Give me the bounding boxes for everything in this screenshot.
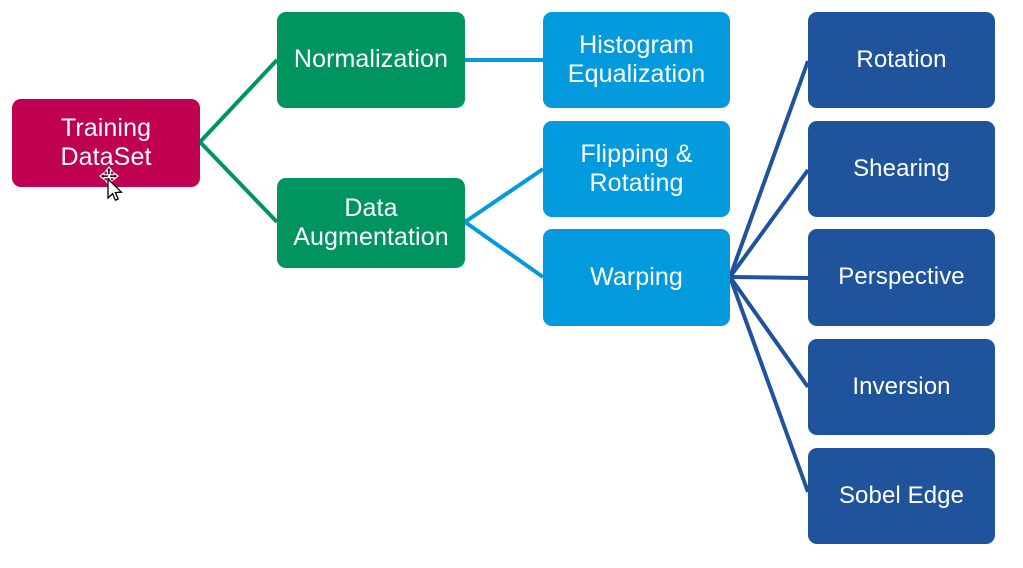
node-label-line1: Sobel Edge (838, 481, 965, 509)
node-label-line1: Warping (590, 262, 683, 291)
node-label-line1: Perspective (838, 263, 965, 291)
edge-aug-to-warping (463, 220, 545, 279)
node-label-line2: Equalization (567, 60, 706, 88)
node-label-line1: Histogram (579, 30, 694, 59)
edge-warping-to-rotation (728, 60, 810, 278)
node-shearing[interactable]: Shearing (808, 121, 995, 217)
node-label-line2: Augmentation (293, 223, 449, 251)
node-normalization[interactable]: Normalization (277, 12, 465, 108)
node-label-line2: Rotating (589, 169, 684, 197)
node-data-augmentation[interactable]: Data Augmentation (277, 178, 465, 268)
node-label-line1: Training (60, 113, 152, 142)
edge-warping-to-sobel (728, 276, 810, 493)
node-histogram-equalization[interactable]: Histogram Equalization (543, 12, 730, 108)
node-label-line1: Shearing (853, 154, 950, 182)
node-training-dataset[interactable]: Training DataSet (12, 99, 200, 187)
edge-warping-to-inversion (728, 275, 810, 389)
node-label-line1: Inversion (852, 372, 951, 400)
edge-aug-to-fliprot (463, 167, 545, 224)
node-label-line2: DataSet (60, 143, 152, 171)
edge-root-to-aug (198, 140, 279, 224)
edge-warping-to-shearing (728, 168, 810, 279)
node-rotation[interactable]: Rotation (808, 12, 995, 108)
node-warping[interactable]: Warping (543, 229, 730, 326)
edge-root-to-norm (198, 58, 279, 144)
node-perspective[interactable]: Perspective (808, 229, 995, 326)
node-label-line1: Data (344, 193, 398, 222)
node-label-line1: Flipping & (580, 139, 693, 168)
node-flipping-rotating[interactable]: Flipping & Rotating (543, 121, 730, 217)
node-sobel-edge[interactable]: Sobel Edge (808, 448, 995, 544)
node-inversion[interactable]: Inversion (808, 339, 995, 435)
node-label-line1: Rotation (856, 45, 947, 73)
edge-warping-to-perspective (729, 275, 809, 280)
node-label-line1: Normalization (293, 45, 449, 74)
